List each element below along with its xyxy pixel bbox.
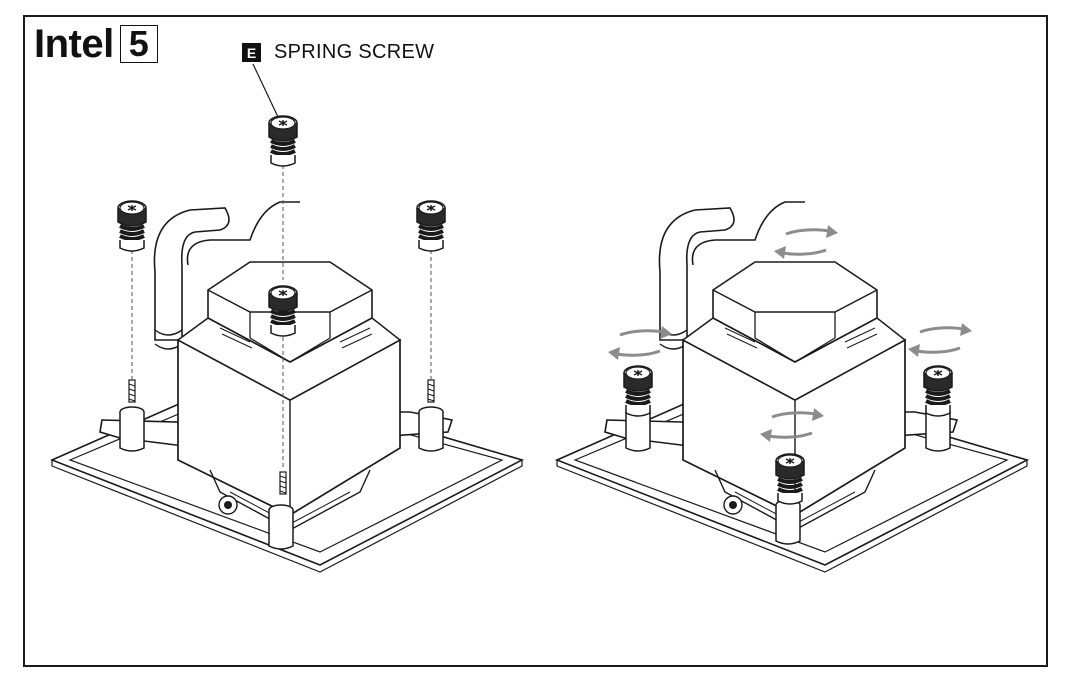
left-thread-post-1 xyxy=(128,379,136,403)
spring-screw-front xyxy=(267,284,299,338)
part-badge: E xyxy=(242,43,261,62)
brand-label: Intel xyxy=(34,22,114,66)
right-standoff-3 xyxy=(775,499,801,545)
part-label: SPRING SCREW xyxy=(274,41,435,63)
rotate-arrow-icon-right xyxy=(906,321,974,359)
step-number: 5 xyxy=(119,25,158,63)
spring-screw-top xyxy=(267,114,299,168)
left-thread-post-3 xyxy=(279,471,287,495)
installed-screw-front xyxy=(774,452,806,506)
left-thread-post-2 xyxy=(427,379,435,403)
installed-screw-left xyxy=(622,364,654,418)
rotate-arrow-icon-left xyxy=(606,324,674,362)
part-callout: E SPRING SCREW xyxy=(242,41,434,64)
step-heading: Intel 5 xyxy=(34,24,158,64)
left-standoff-1 xyxy=(119,406,145,452)
diagram-frame xyxy=(23,15,1048,667)
rotate-arrow-icon-top xyxy=(772,223,840,261)
spring-screw-right xyxy=(415,199,447,253)
installed-screw-right xyxy=(922,364,954,418)
right-panel-tightening-view xyxy=(556,201,1028,573)
left-panel-exploded-view xyxy=(51,63,523,573)
left-standoff-3 xyxy=(268,504,294,550)
spring-screw-left xyxy=(116,199,148,253)
left-standoff-2 xyxy=(418,406,444,452)
